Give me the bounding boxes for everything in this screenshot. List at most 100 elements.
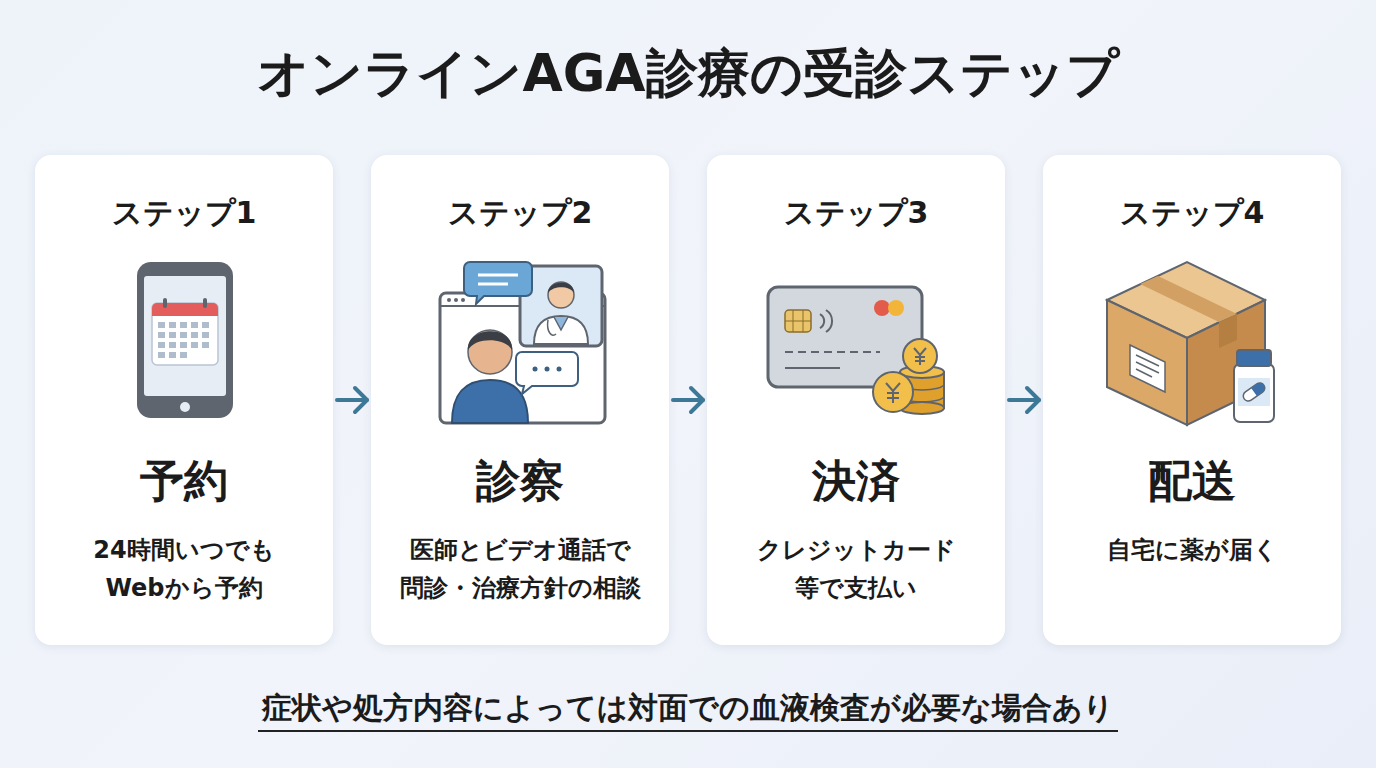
arrow-head: [355, 388, 367, 412]
flow-arrow: [337, 388, 367, 412]
arrow-head: [691, 388, 703, 412]
patient-body: [452, 380, 528, 423]
card-chip: [785, 310, 811, 332]
step-label: ステップ2: [381, 195, 659, 231]
delivery-icon: [1107, 262, 1274, 425]
calendar-cell: [169, 332, 176, 338]
doctor-coat: [534, 316, 588, 344]
pill: [1241, 381, 1266, 403]
step-card: ステップ2 診察医師とビデオ通話で 問診・治療方針の相談: [371, 155, 669, 645]
step-card: ステップ3決済クレジットカード 等で支払い: [707, 155, 1005, 645]
chip-lines: [785, 310, 811, 332]
bottle-label: [1238, 378, 1270, 406]
patient-hair: [468, 331, 512, 350]
box-top: [1107, 262, 1265, 338]
browser-dot: [454, 298, 458, 302]
speech-bubble: [464, 262, 532, 304]
doctor-shirt: [554, 317, 568, 330]
calendar-cell: [202, 342, 209, 348]
flow-arrow: [673, 388, 703, 412]
step-heading: 診察: [381, 455, 659, 507]
stethoscope: [548, 320, 556, 335]
pill-half: [1241, 381, 1266, 403]
doctor-head: [548, 282, 574, 308]
diagram-title: オンラインAGA診療の受診ステップ: [0, 40, 1376, 106]
flow-arrow: [1009, 388, 1039, 412]
speech-bubble: [516, 352, 578, 394]
arrow-shaft: [673, 398, 703, 402]
calendar-cell: [158, 352, 165, 358]
calendar-cell: [191, 342, 198, 348]
coin-edges: [900, 384, 944, 402]
step-description: 医師とビデオ通話で 問診・治療方針の相談: [391, 531, 649, 607]
step-heading: 予約: [45, 455, 323, 507]
bottle-cap: [1237, 350, 1271, 366]
phone-button: [180, 402, 190, 412]
pill-half: [1251, 381, 1267, 396]
calendar-cell: [191, 332, 198, 338]
yen-symbol: [886, 383, 900, 403]
calendar-cell: [158, 322, 165, 328]
step-card: ステップ1 予約 24時間いつでも Webから予約: [35, 155, 333, 645]
browser-dot: [461, 298, 465, 302]
step-description: 24時間いつでも Webから予約: [55, 531, 313, 607]
step-description: 自宅に薬が届く: [1063, 531, 1321, 569]
card-number: [785, 351, 880, 353]
step-heading: 決済: [717, 455, 995, 507]
calendar-cell: [169, 322, 176, 328]
calendar-cell: [202, 322, 209, 328]
doctor-frame: [520, 266, 602, 346]
bubble-line: [478, 274, 518, 277]
credit-card: [768, 287, 922, 387]
box-left: [1107, 300, 1187, 425]
bubble-dot: [533, 367, 538, 372]
arrow-shaft: [337, 398, 367, 402]
calendar-sheet: [152, 303, 218, 365]
phone-screen: [144, 276, 226, 396]
step-label: ステップ1: [45, 195, 323, 231]
shipping-label: [1130, 345, 1165, 392]
bubble-dot: [557, 367, 562, 372]
step-card: ステップ4 配送自宅に薬が届く: [1043, 155, 1341, 645]
coin: [903, 339, 937, 373]
coin-face: [903, 339, 937, 373]
bubble-dot: [545, 367, 550, 372]
calendar-cell: [169, 342, 176, 348]
coin-face: [873, 372, 913, 412]
arrow-shaft: [1009, 398, 1039, 402]
brand-circle: [874, 300, 890, 316]
calendar-header: [152, 303, 218, 316]
calendar-cell: [169, 352, 176, 358]
box-right: [1187, 300, 1265, 425]
step-label: ステップ4: [1053, 195, 1331, 231]
browser-dot: [447, 298, 451, 302]
payment-icon: [768, 287, 944, 414]
step-heading: 配送: [1053, 455, 1331, 507]
calendar-cell: [180, 352, 187, 358]
video-call-icon: [440, 262, 605, 423]
medicine-bottle: [1234, 364, 1274, 422]
calendar-cell: [158, 342, 165, 348]
box-tape: [1140, 276, 1237, 322]
caption-note: 症状や処方内容によっては対面での血液検査が必要な場合あり: [258, 688, 1118, 732]
calendar-ring: [203, 298, 207, 308]
calendar-cell: [158, 332, 165, 338]
brand-circle: [888, 300, 904, 316]
coin-side: [900, 372, 944, 408]
phone-icon: [137, 262, 233, 418]
calendar-cell: [180, 342, 187, 348]
patient-head: [468, 330, 512, 374]
calendar-cell: [191, 322, 198, 328]
doctor-hair: [548, 282, 574, 293]
contactless-mark: [820, 310, 832, 332]
caption-row: 症状や処方内容によっては対面での血液検査が必要な場合あり: [0, 688, 1376, 732]
browser-bar: [440, 305, 605, 307]
step-label: ステップ3: [717, 195, 995, 231]
bubble-line: [478, 283, 508, 286]
label-lines: [1136, 355, 1159, 377]
browser-window: [440, 293, 605, 423]
arrow-head: [1027, 388, 1039, 412]
coin-top: [900, 366, 944, 378]
